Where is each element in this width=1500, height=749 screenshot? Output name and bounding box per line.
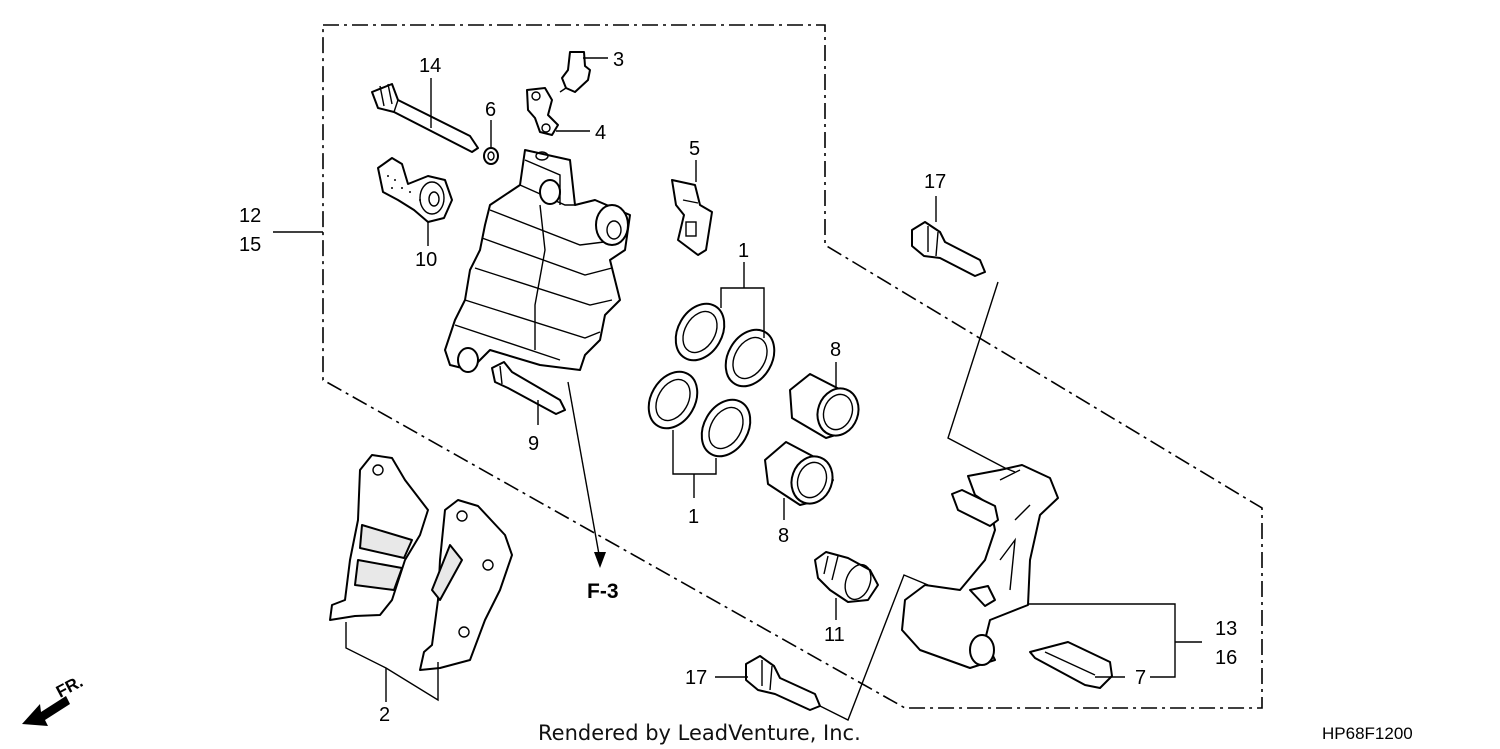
caliper-pin	[491, 361, 566, 415]
callout-11: 11	[824, 624, 845, 646]
front-direction-arrow: FR.	[22, 672, 86, 726]
callout-7: 7	[1135, 667, 1146, 689]
pistons	[764, 373, 860, 506]
leader-lines	[273, 57, 1202, 721]
piston-seals	[647, 302, 776, 458]
caliper-body	[444, 149, 631, 373]
bracket-bolt-lower	[745, 655, 821, 711]
mounting-bracket-plate	[526, 87, 559, 136]
pin-bolt	[371, 83, 479, 153]
callout-15: 15	[239, 234, 261, 256]
callout-4: 4	[595, 122, 606, 144]
callout-8-bottom: 8	[778, 525, 789, 547]
callout-1-bottom: 1	[688, 506, 699, 528]
callout-17-bottom: 17	[685, 667, 707, 689]
callout-3: 3	[613, 49, 624, 71]
credit-text: Rendered by LeadVenture, Inc.	[538, 721, 861, 745]
callout-14: 14	[419, 55, 441, 77]
callout-16: 16	[1215, 647, 1237, 669]
reference-label: F-3	[587, 580, 619, 603]
callout-6: 6	[485, 99, 496, 121]
dust-boot	[814, 551, 879, 603]
direction-label: FR.	[53, 672, 86, 702]
bracket-bolt-upper	[911, 221, 986, 277]
callout-9: 9	[528, 433, 539, 455]
pad-spring	[671, 179, 713, 256]
caliper-bracket	[901, 464, 1059, 669]
brake-pads	[329, 454, 513, 671]
callout-5: 5	[689, 138, 700, 160]
callout-17-top: 17	[924, 171, 946, 193]
pad-retainer-clip	[1029, 641, 1113, 689]
bleeder-valve	[559, 51, 591, 93]
callout-10: 10	[415, 249, 437, 271]
sealing-washer	[483, 147, 499, 165]
diagram-code: HP68F1200	[1322, 724, 1413, 743]
callout-1-top: 1	[738, 240, 749, 262]
callout-2: 2	[379, 704, 390, 726]
pin-boot	[377, 157, 453, 223]
callout-12: 12	[239, 205, 261, 227]
callout-8-top: 8	[830, 339, 841, 361]
callout-13: 13	[1215, 618, 1237, 640]
